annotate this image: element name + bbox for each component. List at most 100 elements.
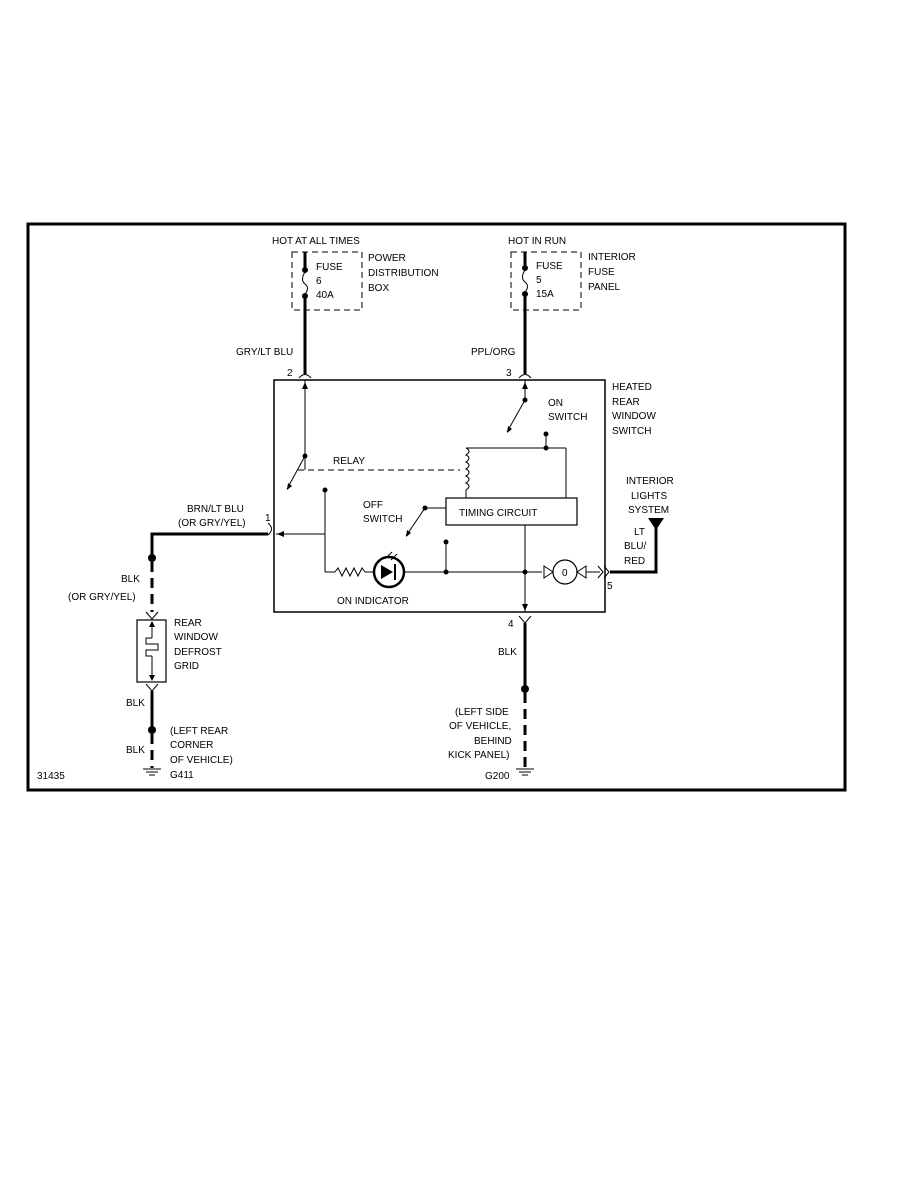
bus-junction-1 bbox=[443, 569, 449, 575]
connector-pin-5-outer bbox=[603, 565, 610, 579]
wire-brn-lt-blu bbox=[150, 532, 268, 556]
lamp-right-diode bbox=[576, 565, 587, 579]
lrc-label-line2: CORNER bbox=[170, 740, 213, 751]
relay-label: RELAY bbox=[333, 456, 365, 467]
lsv-label-line1: (LEFT SIDE bbox=[455, 707, 509, 718]
wire-or-gry-yel-label-1: (OR GRY/YEL) bbox=[178, 518, 246, 529]
hrw-label-line3: WINDOW bbox=[612, 411, 656, 422]
heated-rear-window-switch-box bbox=[273, 379, 606, 613]
wire-brn-lt-blu-label: BRN/LT BLU bbox=[187, 504, 244, 515]
wire-blk-label-2: BLK bbox=[126, 698, 145, 709]
pin-1-label: 1 bbox=[265, 513, 271, 524]
fuse6-amperage: 40A bbox=[316, 290, 334, 301]
fuse6-terminal-bottom bbox=[302, 293, 308, 299]
wire-lt-label: LT bbox=[634, 527, 645, 538]
wire-blk-label-3: BLK bbox=[126, 745, 145, 756]
grid-element bbox=[145, 637, 159, 657]
fuse5-terminal-top bbox=[522, 265, 528, 271]
splice-1 bbox=[148, 554, 156, 562]
rwdg-label-line1: REAR bbox=[174, 618, 202, 629]
pin-3-label: 3 bbox=[506, 368, 512, 379]
rwdg-label-line3: DEFROST bbox=[174, 647, 222, 658]
pin1-arrow bbox=[277, 531, 284, 537]
relay-coil bbox=[465, 447, 470, 491]
hrw-label-line2: REAR bbox=[612, 397, 640, 408]
resistor bbox=[334, 566, 366, 578]
on-switch-blade bbox=[506, 399, 526, 433]
wire-lt-blu-red bbox=[610, 526, 658, 574]
ils-label-line3: SYSTEM bbox=[628, 505, 669, 516]
ifp-label-line2: FUSE bbox=[588, 267, 615, 278]
connector-pin-3 bbox=[518, 374, 532, 379]
timing-circuit-box bbox=[445, 497, 578, 526]
wire-blu-label: BLU/ bbox=[624, 541, 646, 552]
grid-arrow-bottom bbox=[149, 675, 155, 681]
diagram-frame bbox=[26, 222, 847, 792]
off-switch-label-line1: OFF bbox=[363, 500, 383, 511]
fuse5-element bbox=[522, 269, 528, 293]
ils-label-line2: LIGHTS bbox=[631, 491, 667, 502]
wire-or-gry-yel-label-2: (OR GRY/YEL) bbox=[68, 592, 136, 603]
wire-blk-label-1: BLK bbox=[121, 574, 140, 585]
lrc-label-line1: (LEFT REAR bbox=[170, 726, 228, 737]
off-switch-blade bbox=[405, 507, 426, 537]
connector-pin-5 bbox=[597, 565, 604, 579]
ils-label-line1: INTERIOR bbox=[626, 476, 674, 487]
lrc-label-line3: OF VEHICLE) bbox=[170, 755, 233, 766]
hot-in-run-label: HOT IN RUN bbox=[508, 236, 566, 247]
lsv-label-line2: OF VEHICLE, bbox=[449, 721, 511, 732]
led-emit-ray-2 bbox=[390, 553, 398, 561]
pin-4-label: 4 bbox=[508, 619, 514, 630]
diagram-id: 31435 bbox=[37, 771, 65, 782]
on-switch-feed-arrow bbox=[522, 382, 528, 389]
lsv-label-line4: KICK PANEL) bbox=[448, 750, 510, 761]
on-indicator-label: ON INDICATOR bbox=[337, 596, 409, 607]
rwdg-label-line2: WINDOW bbox=[174, 632, 218, 643]
pdb-label-line3: BOX bbox=[368, 283, 389, 294]
on-switch-contact bbox=[543, 431, 549, 437]
off-switch-label-line2: SWITCH bbox=[363, 514, 402, 525]
grid-bottom-connector bbox=[145, 683, 159, 692]
pin-2-label: 2 bbox=[287, 368, 293, 379]
wire-red-label: RED bbox=[624, 556, 645, 567]
fuse5-terminal-bottom bbox=[522, 291, 528, 297]
hot-at-all-times-label: HOT AT ALL TIMES bbox=[272, 236, 360, 247]
fuse6-terminal-top bbox=[302, 267, 308, 273]
relay-feed-arrow bbox=[302, 382, 308, 389]
splice-3 bbox=[521, 685, 529, 693]
ground-g411-symbol bbox=[143, 768, 161, 776]
ground-path-arrow bbox=[522, 604, 528, 611]
on-switch-blade-arrow bbox=[507, 426, 512, 433]
ifp-label-line3: PANEL bbox=[588, 282, 620, 293]
lamp-symbol: 0 bbox=[562, 568, 568, 579]
fuse6-number: 6 bbox=[316, 276, 322, 287]
grid-top-connector bbox=[145, 611, 159, 620]
rwdg-label-line4: GRID bbox=[174, 661, 199, 672]
hrw-label-line1: HEATED bbox=[612, 382, 652, 393]
g200-label: G200 bbox=[485, 771, 510, 782]
rear-window-defrost-grid bbox=[136, 619, 167, 683]
led-emit-ray-1 bbox=[385, 551, 393, 559]
fuse6-element bbox=[302, 271, 308, 295]
ground-g200-symbol bbox=[516, 768, 534, 776]
lsv-label-line3: BEHIND bbox=[474, 736, 512, 747]
pin-5-label: 5 bbox=[607, 581, 613, 592]
connector-pin-4 bbox=[518, 615, 532, 624]
connector-pin-1 bbox=[267, 522, 272, 536]
led-diode-triangle bbox=[381, 565, 393, 579]
fuse5-word: FUSE bbox=[536, 261, 563, 272]
fuse6-word: FUSE bbox=[316, 262, 343, 273]
interior-lights-arrow bbox=[648, 518, 664, 530]
fuse5-number: 5 bbox=[536, 275, 542, 286]
on-switch-label-line2: SWITCH bbox=[548, 412, 587, 423]
relay-blade-arrow bbox=[287, 483, 292, 490]
grid-arrow-top bbox=[149, 621, 155, 627]
pdb-label-line1: POWER bbox=[368, 253, 406, 264]
hrw-label-line4: SWITCH bbox=[612, 426, 651, 437]
off-switch-blade-arrow bbox=[406, 530, 411, 537]
timing-circuit-label: TIMING CIRCUIT bbox=[459, 508, 537, 519]
pdb-label-line2: DISTRIBUTION bbox=[368, 268, 439, 279]
relay-switch-blade bbox=[286, 455, 306, 490]
wire-gry-lt-blu-label: GRY/LT BLU bbox=[236, 347, 293, 358]
